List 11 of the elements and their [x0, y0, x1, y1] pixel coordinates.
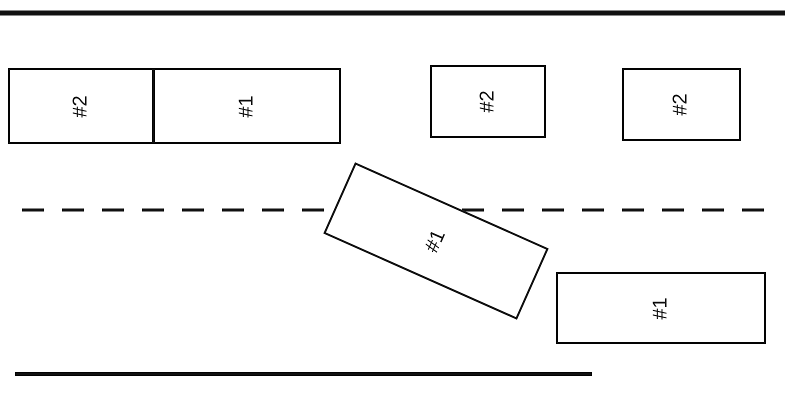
vehicle-number: #2: [670, 93, 693, 116]
vehicle-box: [622, 68, 741, 141]
vehicle-number: #1: [420, 226, 452, 256]
vehicle-box: [153, 68, 341, 144]
vehicle-box: [556, 272, 766, 344]
vehicle-box: [8, 68, 154, 144]
vehicle-number: #1: [650, 296, 672, 320]
vehicle-number: #2: [70, 94, 92, 118]
vehicle-box: [430, 65, 546, 138]
vehicle-number: #1: [236, 94, 258, 118]
vehicle-number: #2: [476, 90, 500, 113]
